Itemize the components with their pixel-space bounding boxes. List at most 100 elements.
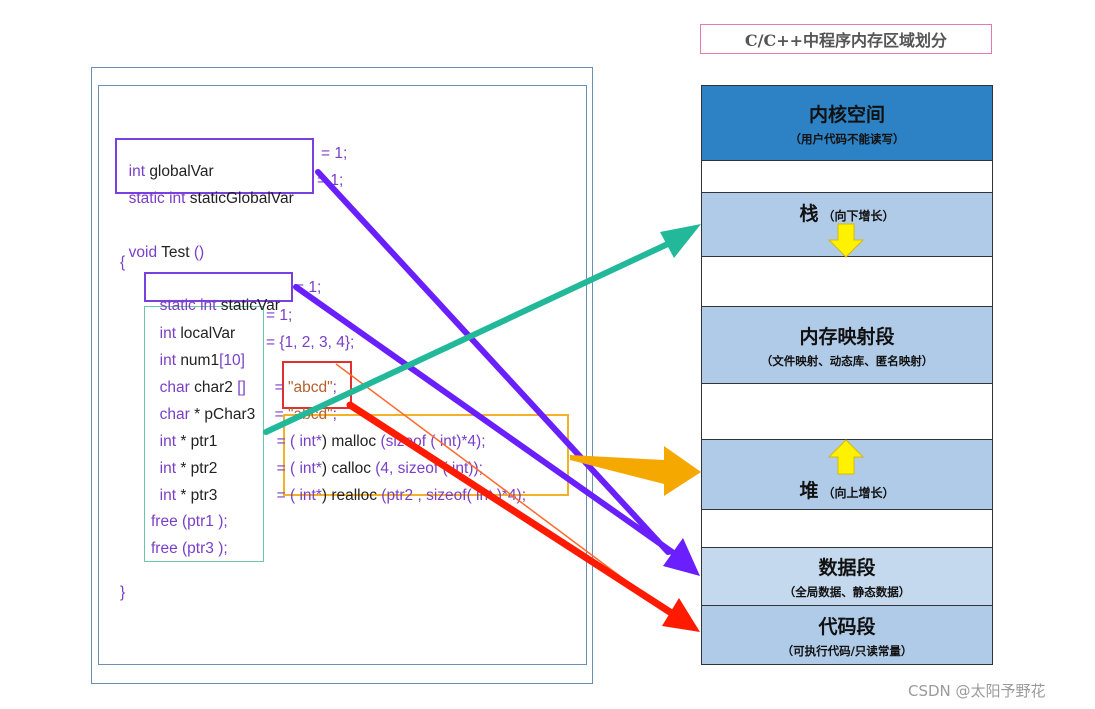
function-name: ) malloc: [321, 433, 381, 450]
identifier: * pChar3: [194, 406, 256, 423]
keyword: int: [159, 433, 181, 450]
segment-label: 内存映射段: [799, 325, 895, 348]
segment-label: 内核空间: [808, 103, 885, 126]
operator: = (: [276, 487, 300, 504]
stack-growth-arrow: [827, 223, 865, 258]
identifier: localVar: [180, 325, 236, 342]
heap-alloc-to-heap-arrow: [570, 446, 701, 496]
code-line-num1: int num1[10]: [151, 334, 245, 370]
keyword: int: [128, 163, 150, 180]
keyword: int: [159, 325, 181, 342]
code-line-free-ptr3: free (ptr3 );: [151, 540, 228, 557]
segment-sub: （向上增长）: [822, 486, 895, 500]
identifier: Test: [161, 244, 190, 261]
static-var-box: [144, 272, 293, 302]
segment-sub: （向下增长）: [822, 209, 895, 223]
cast-type: int*: [299, 433, 322, 450]
operator: =: [274, 379, 288, 396]
segment-mmap: 内存映射段 （文件映射、动态库、匿名映射）: [701, 307, 993, 384]
global-to-data-arrow: [315, 169, 671, 555]
segment-gap: [701, 257, 993, 307]
code-outer-frame: [91, 67, 593, 684]
text-arrowhead: [662, 598, 700, 632]
code-line-global-var: int globalVar: [120, 145, 214, 181]
segment-label: 代码段: [818, 615, 876, 638]
segment-text: 代码段 （可执行代码/只读常量）: [701, 606, 993, 665]
segment-gap: [701, 161, 993, 193]
heap-growth-arrow: [827, 439, 865, 475]
code-line-ptr3: int * ptr3: [151, 469, 218, 505]
code-inner-frame: [98, 85, 587, 665]
segment-sub: （文件映射、动态库、匿名映射）: [760, 353, 934, 368]
code-assign: = ( int*) calloc (4, sizeof ( int));: [268, 442, 483, 478]
segment-gap: [701, 384, 993, 440]
segment-sub: （全局数据、静态数据）: [783, 585, 911, 599]
cast-type: int*: [299, 460, 322, 477]
segment-label: 数据段: [818, 557, 876, 579]
stack-arrowhead: [660, 224, 701, 258]
data-arrowhead: [663, 538, 700, 576]
segment-data: 数据段 （全局数据、静态数据）: [701, 548, 993, 606]
code-close-brace: }: [120, 584, 126, 601]
keyword: void: [128, 244, 162, 261]
value: = 1;: [266, 307, 293, 324]
code-line-free-ptr1: free (ptr1 );: [151, 513, 228, 530]
value: = {1, 2, 3, 4};: [266, 334, 355, 351]
global-vars-box: [115, 138, 314, 194]
code-line-local-var: int localVar: [151, 307, 236, 343]
segment-gap: [701, 510, 993, 548]
identifier: staticGlobalVar: [189, 190, 294, 207]
keyword: int: [159, 352, 181, 369]
keyword: static int: [159, 297, 221, 314]
watermark: CSDN @太阳予野花: [908, 682, 1046, 700]
segment-kernel: 内核空间 （用户代码不能读写）: [701, 85, 993, 161]
code-assign: = 1;: [321, 145, 347, 163]
code-line-ptr1: int * ptr1: [151, 415, 218, 451]
cast-type: int*: [299, 487, 322, 504]
identifier: * ptr1: [180, 433, 218, 450]
segment-sub: （可执行代码/只读常量）: [781, 643, 913, 658]
keyword: char: [159, 406, 195, 423]
keyword: int: [159, 460, 181, 477]
value: = 1;: [321, 145, 348, 162]
identifier: * ptr2: [180, 460, 218, 477]
semicolon: ;: [332, 406, 337, 423]
operator: =: [274, 406, 288, 423]
semicolon: ;: [332, 379, 337, 396]
local-vars-box: [144, 306, 264, 562]
segment-title-row: 堆（向上增长）: [799, 476, 894, 503]
index: [10]: [219, 352, 245, 369]
diagram-title: C/C++中程序内存区域划分: [700, 24, 992, 54]
operator: = (: [276, 433, 300, 450]
code-assign: = "abcd";: [266, 361, 337, 397]
identifier: * ptr3: [180, 487, 218, 504]
code-line-test-decl: void Test (): [120, 226, 205, 262]
identifier: staticVar: [220, 297, 280, 314]
locals-to-stack-arrow: [263, 239, 675, 435]
code-assign: = 1;: [266, 307, 292, 325]
identifier: char2: [194, 379, 238, 396]
code-line-ptr2: int * ptr2: [151, 442, 218, 478]
code-open-brace: {: [120, 254, 126, 271]
segment-sub: （用户代码不能读写）: [789, 131, 905, 146]
segment-label: 栈: [799, 203, 819, 225]
punct: (): [189, 244, 205, 261]
function-name: ) realloc: [321, 487, 382, 504]
static-to-data-arrow: [293, 284, 675, 555]
code-line-static-var: static int staticVar: [151, 279, 280, 315]
keyword: int: [159, 487, 181, 504]
segment-title-row: 栈（向下增长）: [799, 199, 894, 226]
function-name: ) calloc: [321, 460, 376, 477]
heap-alloc-box: [283, 414, 569, 496]
code-line-pchar3: char * pChar3: [151, 388, 256, 424]
code-line-static-global-var: static int staticGlobalVar: [120, 172, 294, 208]
identifier: num1: [180, 352, 220, 369]
code-assign: = {1, 2, 3, 4};: [266, 334, 354, 352]
code-line-char2: char char2 []: [151, 361, 246, 397]
string-literal: "abcd": [287, 379, 333, 396]
string-to-text-arrow: [346, 401, 677, 618]
brackets: []: [237, 379, 246, 396]
keyword: char: [159, 379, 195, 396]
segment-label: 堆: [799, 480, 819, 502]
